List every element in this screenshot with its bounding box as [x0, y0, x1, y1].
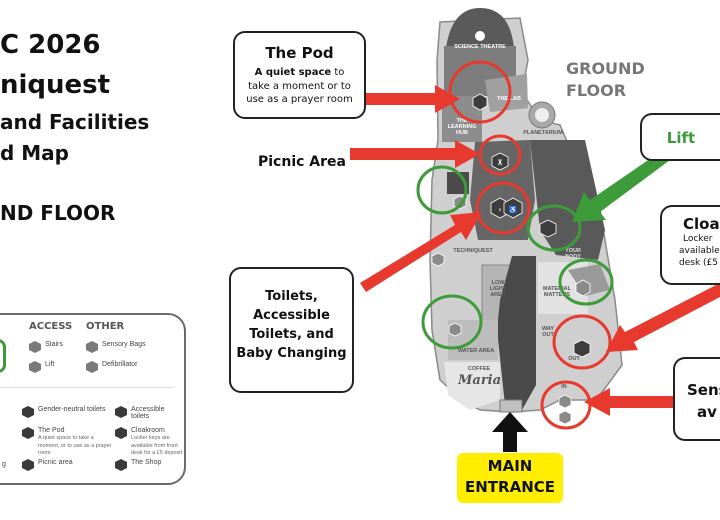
sensory-bag-icon — [86, 341, 98, 353]
stairs-highlight-3 — [421, 294, 483, 350]
science-theatre — [446, 8, 514, 48]
svg-text:⊼: ⊼ — [497, 159, 502, 167]
lift-highlight — [526, 204, 582, 252]
legend-defibrillator: Defibrillator — [86, 361, 137, 373]
legend-sensory-bags: Sensory Bags — [86, 341, 146, 353]
toilets-line-3: Toilets, and — [249, 327, 334, 342]
cloakroom-icon-map — [573, 339, 591, 358]
map-legend: ACCESS OTHER Stairs Lift Sensory Bags De… — [0, 313, 186, 485]
legend-divider — [0, 387, 174, 388]
sensory-arrow — [584, 388, 676, 416]
label-low-light: LOW LIGHT AREA — [489, 280, 507, 299]
label-material-matters: MATERIAL MATTERS — [542, 286, 571, 299]
coffee-area — [444, 362, 500, 410]
main-entrance-label: MAIN ENTRANCE — [457, 453, 563, 503]
pod-callout-text: A quiet space to take a moment or to use… — [246, 67, 353, 105]
toilets-line-2: Accessible — [253, 308, 330, 323]
ground-floor-label: GROUND FLOOR — [566, 59, 645, 100]
shop-icon — [115, 459, 127, 471]
label-water-area: WATER AREA — [457, 348, 495, 354]
stairs-icon-map-2 — [448, 322, 462, 337]
stairs-highlight-1 — [416, 165, 468, 215]
central-corridor — [497, 256, 536, 410]
toilets-callout: Toilets, Accessible Toilets, and Baby Ch… — [229, 267, 354, 393]
stairs-icon-map-4 — [431, 252, 445, 267]
pod-icon — [22, 427, 34, 439]
cloakroom-highlight — [552, 314, 612, 370]
legend-accessible-toilets: Accessible toilets — [115, 406, 184, 420]
picnic-highlight — [478, 134, 522, 176]
toilets-arrow — [360, 212, 482, 292]
sensory-callout: Sens av — [673, 357, 720, 441]
lift-arrow — [572, 152, 670, 222]
svg-text:♀: ♀ — [497, 207, 502, 214]
picnic-icon — [22, 459, 34, 471]
sensory-bag-icon-map — [558, 394, 572, 409]
label-techniquest: TECHNIQUEST — [453, 248, 493, 254]
label-your-body: YOUR BODY — [565, 248, 581, 261]
the-lab-room — [485, 74, 528, 112]
pod-highlight — [448, 60, 512, 124]
pod-callout-heading: The Pod — [265, 44, 334, 62]
title-line-5: ND FLOOR — [0, 201, 116, 225]
title-line-2: niquest — [0, 70, 111, 100]
stairs-icon — [29, 341, 41, 353]
defibrillator-icon — [86, 361, 98, 373]
entrance-arrow — [492, 412, 528, 452]
pod-callout: The Pod A quiet space to take a moment o… — [233, 31, 366, 119]
label-in: IN — [561, 384, 567, 390]
legend-lift: Lift — [29, 361, 54, 373]
toilets-line-4: Baby Changing — [236, 346, 347, 361]
pod-icon-map — [472, 93, 488, 111]
toilet-icon — [22, 406, 34, 418]
label-planetarium: PLANETARIUM — [523, 130, 563, 136]
legend-shop: The Shop — [115, 459, 161, 471]
toilets-highlight — [475, 181, 531, 235]
svg-text:♿: ♿ — [509, 205, 518, 214]
stairs-highlight-2 — [558, 258, 614, 306]
label-learning-hub: THE LEARNING HUB — [447, 118, 477, 137]
cloakroom-callout: Cloak Locker available desk (£5 — [660, 205, 720, 285]
wheelchair-icon — [115, 406, 127, 418]
lift-callout: Lift — [640, 113, 720, 161]
legend-cut-text: g — [2, 461, 6, 468]
toilets-line-1: Toilets, — [265, 289, 318, 304]
wheelchair-icon-map — [503, 197, 523, 219]
label-science-theatre: SCIENCE THEATRE — [454, 44, 506, 50]
label-out: OUT — [568, 356, 580, 362]
label-coffee: COFFEE — [467, 366, 491, 372]
legend-gender-neutral: Gender-neutral toilets — [22, 406, 105, 418]
lift-icon-map — [539, 219, 557, 238]
cloakroom-icon — [115, 427, 127, 439]
legend-picnic: Picnic area — [22, 459, 73, 471]
picnic-arrow — [350, 140, 480, 168]
sensory-highlight — [540, 380, 592, 430]
stairs-icon-map-3 — [575, 279, 591, 297]
lift-icon — [29, 361, 41, 373]
picnic-icon-map — [491, 152, 509, 171]
title-line-4: d Map — [0, 141, 69, 165]
title-line-1: C 2026 — [0, 30, 101, 60]
defibrillator-icon-map — [558, 410, 572, 425]
title-line-3: and Facilities — [0, 110, 150, 134]
pod-arrow — [365, 85, 460, 113]
picnic-callout: Picnic Area — [258, 154, 346, 170]
legend-stairs: Stairs — [29, 341, 63, 353]
label-way-out: WAY OUT — [541, 326, 555, 339]
legend-access-heading: ACCESS — [29, 321, 73, 332]
label-maria: Maria — [458, 373, 502, 388]
cloakroom-arrow — [606, 283, 720, 352]
legend-other-heading: OTHER — [86, 321, 125, 332]
